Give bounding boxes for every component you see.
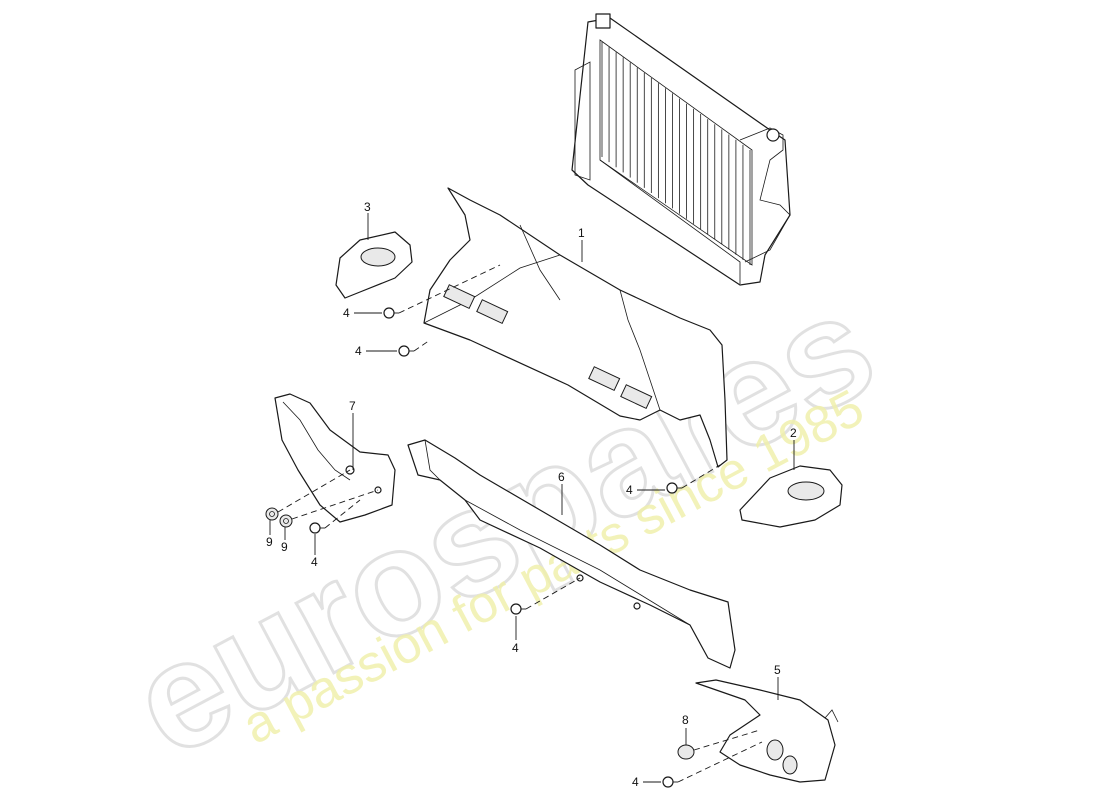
cover-left-hole (360, 247, 396, 267)
callout-9: 9 (266, 535, 273, 549)
air-guide-right-bottom (695, 679, 839, 783)
screw-icon (510, 603, 526, 615)
radiator-fins (601, 42, 751, 265)
callout-2: 2 (790, 426, 797, 440)
callout-9: 9 (281, 540, 288, 554)
callout-4: 4 (343, 306, 350, 320)
screw-icon (666, 482, 682, 494)
callout-6: 6 (558, 470, 565, 484)
screw-icon (662, 776, 678, 788)
bolt-icon (279, 514, 293, 528)
callouts: 1 2 3 4 4 4 4 4 4 5 6 7 8 9 9 (266, 200, 797, 789)
hardware (265, 307, 695, 788)
leader-lines (269, 213, 795, 783)
callout-4: 4 (355, 344, 362, 358)
callout-4: 4 (632, 775, 639, 789)
callout-4: 4 (512, 641, 519, 655)
callout-1: 1 (578, 226, 585, 240)
cover-right-hole (787, 481, 825, 501)
air-duct-main (423, 187, 728, 468)
screw-icon (383, 307, 399, 319)
assembly-lines (277, 264, 763, 783)
clip-icon (677, 744, 695, 760)
cover-right (739, 465, 843, 528)
callout-4: 4 (311, 555, 318, 569)
callout-5: 5 (774, 663, 781, 677)
cover-left (335, 231, 413, 299)
air-guide-left (274, 393, 396, 523)
callout-8: 8 (682, 713, 689, 727)
screw-icon (398, 345, 414, 357)
callout-4: 4 (626, 483, 633, 497)
air-duct-lower (407, 439, 736, 669)
callout-7: 7 (349, 399, 356, 413)
bolt-icon (265, 507, 279, 521)
radiator-cap (595, 13, 611, 29)
screw-icon (309, 522, 325, 534)
radiator (571, 13, 791, 286)
callout-3: 3 (364, 200, 371, 214)
